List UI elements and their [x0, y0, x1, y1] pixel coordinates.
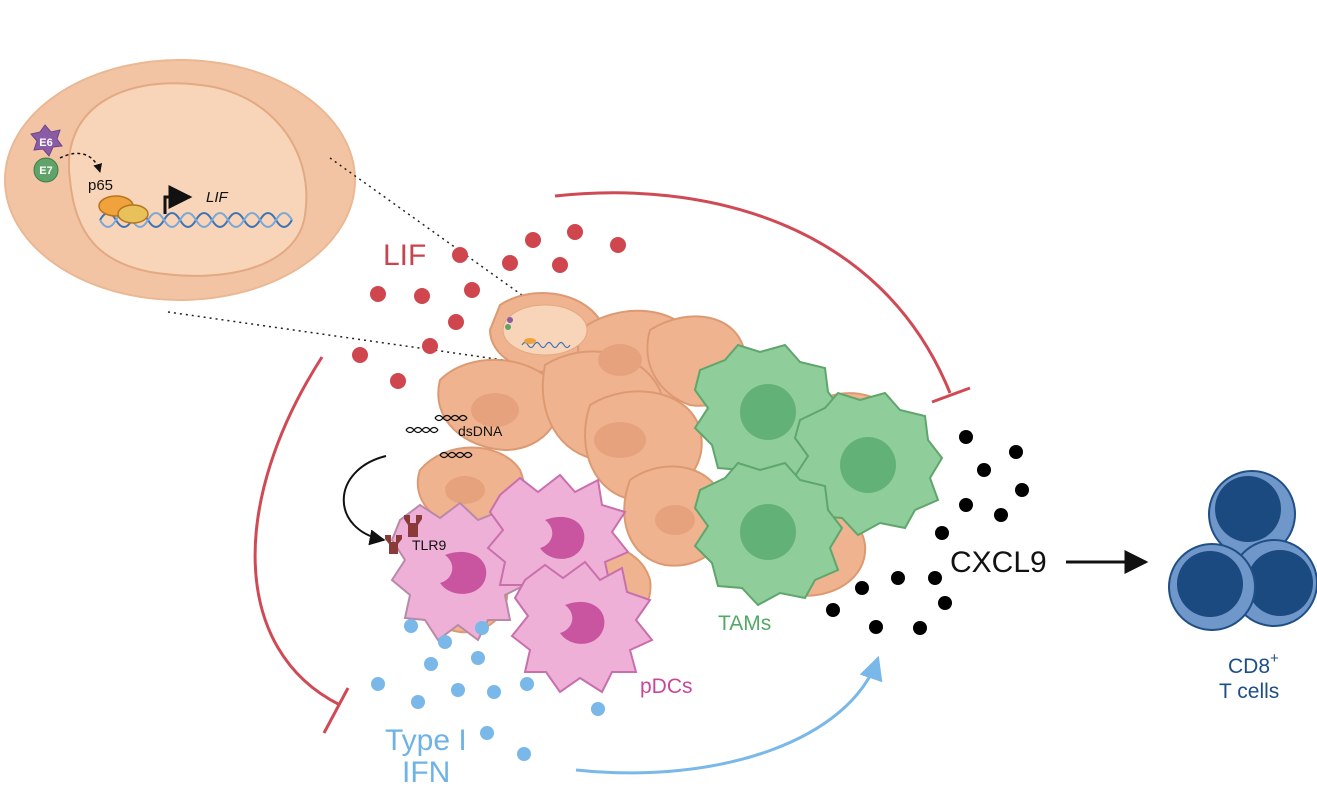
pdcs-label: pDCs	[640, 675, 693, 698]
mini-infected-cell	[502, 304, 588, 356]
lif-molecules	[352, 224, 626, 389]
cd8-label: CD8+	[1228, 650, 1279, 678]
transcription-arrow-icon	[163, 185, 193, 214]
pdc-cells	[390, 473, 654, 694]
ifn-to-cxcl9-arrow	[575, 655, 883, 775]
lif-label: LIF	[383, 239, 426, 272]
lif-inhibits-cxcl9-arrow	[554, 191, 971, 404]
p65-complex-icon	[98, 195, 149, 224]
lif-gene-label: LIF	[206, 189, 229, 206]
e7-label: E7	[39, 165, 52, 177]
cxcl9-label: CXCL9	[950, 546, 1047, 579]
nucleus	[67, 82, 308, 277]
cxcl9-molecules	[826, 430, 1029, 635]
tlr9-label: TLR9	[412, 537, 446, 553]
tlr9-receptor-icon	[385, 515, 422, 554]
ifn-label: IFN	[402, 756, 450, 787]
e6-label: E6	[39, 137, 52, 149]
t-cells-label: T cells	[1219, 680, 1279, 703]
e6-star-icon: E6	[30, 124, 63, 157]
dsdna-label: dsDNA	[458, 423, 503, 439]
dsdna-to-tlr9-arrow	[342, 455, 387, 546]
lif-inhibits-ifn-arrow	[253, 356, 350, 734]
dsdna-fragment-icon	[405, 414, 473, 459]
e7-circle-icon: E7	[33, 157, 59, 183]
cd8-t-cells	[1168, 470, 1317, 631]
zoomed-infected-cell: E6 E7 p65 LIF	[4, 59, 356, 301]
p65-label: p65	[88, 177, 113, 194]
type-i-label: Type I	[385, 724, 467, 757]
tam-cells	[693, 343, 944, 607]
ifn-molecules	[371, 619, 605, 761]
tams-label: TAMs	[718, 612, 771, 635]
